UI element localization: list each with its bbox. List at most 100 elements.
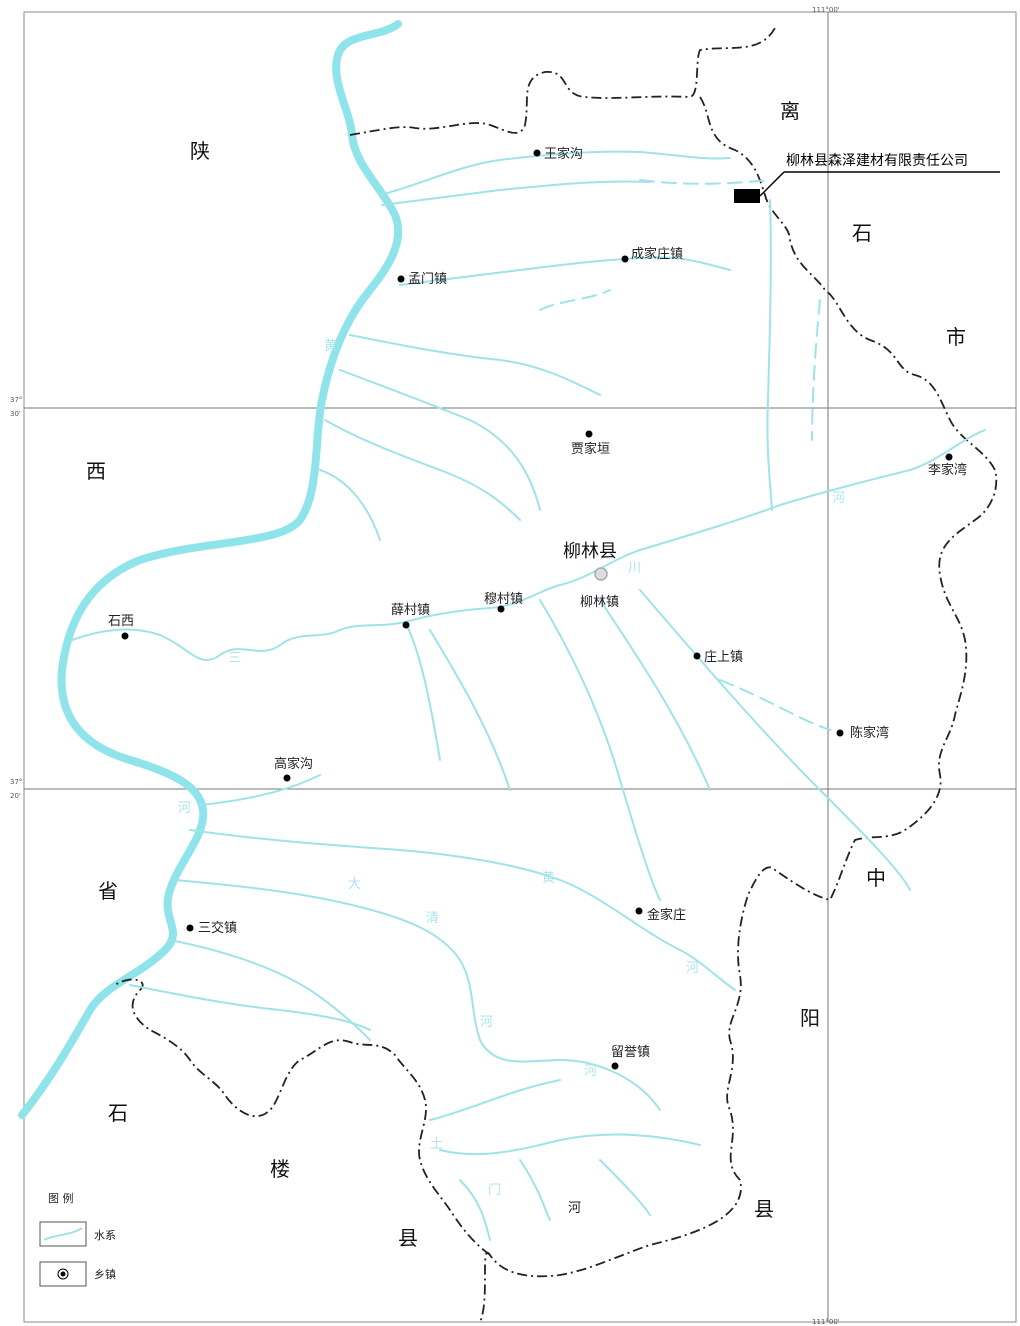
river-trib-s2 <box>429 629 511 791</box>
town-label: 金家庄 <box>647 907 686 923</box>
town-label: 陈家湾 <box>850 725 889 741</box>
river-trib-s5 <box>639 589 911 891</box>
river-dashed-ne <box>639 179 771 185</box>
town-label: 留誉镇 <box>611 1045 650 1060</box>
river-label-men: 门 <box>488 1183 501 1198</box>
river-label-11: 河 <box>584 1064 597 1079</box>
river-trib-tumen-3 <box>519 1159 551 1221</box>
region-lishi-2: 石 <box>852 221 872 245</box>
lat-upper-min: 30' <box>10 410 21 418</box>
river-label-2: 河 <box>178 801 191 816</box>
region-shaanxi-1: 陕 <box>190 139 210 163</box>
town-marker <box>693 652 701 660</box>
county-boundary <box>114 27 998 1323</box>
river-trib-sw <box>169 939 371 1041</box>
region-shilou-1: 石 <box>108 1101 128 1125</box>
river-label-9: 清 <box>426 911 439 926</box>
town-label: 贾家垣 <box>571 441 610 457</box>
town-label: 穆村镇 <box>484 592 523 607</box>
river-trib-tumen-2 <box>459 1179 491 1241</box>
lon-label-bottom: 111°00' <box>812 1318 840 1326</box>
legend-title: 图 例 <box>48 1191 74 1205</box>
town-label: 庄上镇 <box>704 649 743 665</box>
company-leader-line <box>759 171 785 197</box>
county-seat-marker <box>594 567 608 581</box>
town-label: 石西 <box>108 614 134 629</box>
river-sanchuan <box>71 429 986 661</box>
river-trib-tumen-1 <box>429 1079 561 1121</box>
region-shilou-2: 楼 <box>270 1157 290 1181</box>
river-wangjiagou <box>379 150 731 196</box>
river-branch-north <box>381 180 651 206</box>
legend-water-label: 水系 <box>94 1229 116 1242</box>
lon-label-top: 111°00' <box>812 6 840 14</box>
river-trib-s4 <box>599 599 711 791</box>
yellow-river <box>18 20 403 1119</box>
river-label-4: 川 <box>628 561 641 576</box>
river-label-tu: 土 <box>430 1137 443 1152</box>
river-label-7: 黄 <box>542 871 555 886</box>
town-marker <box>945 453 953 461</box>
river-label-8: 河 <box>686 961 699 976</box>
town-label: 孟门镇 <box>408 272 447 287</box>
river-trib-3 <box>324 419 521 521</box>
river-chengjiazhuang <box>399 256 731 286</box>
legend-town-symbol <box>60 1271 66 1277</box>
county-seat-label: 柳林县 <box>563 541 617 562</box>
region-zhongyang-3: 县 <box>754 1197 774 1221</box>
town-label: 王家沟 <box>544 146 583 162</box>
region-lishi-1: 离 <box>780 99 800 123</box>
town-label: 柳林镇 <box>580 595 619 610</box>
river-label-he: 河 <box>568 1201 581 1216</box>
river-trib-s3 <box>539 599 661 901</box>
river-label-1: 黄 <box>324 339 337 354</box>
river-trib-2 <box>339 369 541 511</box>
river-trib-s1 <box>404 621 441 761</box>
company-label: 柳林县森泽建材有限责任公司 <box>786 152 968 169</box>
river-tumen <box>439 1133 701 1156</box>
river-label-5: 河 <box>832 491 845 506</box>
legend-town-label: 乡镇 <box>94 1267 116 1281</box>
lat-lower-min: 20' <box>10 792 21 800</box>
lat-lower-deg: 37° <box>10 778 22 786</box>
town-marker <box>402 621 410 629</box>
town-marker <box>186 924 194 932</box>
river-label-10: 河 <box>480 1015 493 1030</box>
region-shaanxi-2: 西 <box>86 459 106 483</box>
town-marker <box>621 255 629 263</box>
river-label-3: 三 <box>228 651 241 666</box>
region-shilou-3: 县 <box>398 1226 418 1250</box>
town-marker <box>533 149 541 157</box>
legend-water-symbol <box>43 1227 83 1241</box>
river-dashed-mid <box>539 289 611 311</box>
river-trib-tumen-4 <box>599 1159 651 1216</box>
town-label: 三交镇 <box>198 920 237 936</box>
river-label-6: 大 <box>348 877 361 892</box>
river-trib-4 <box>319 469 381 541</box>
river-dahuang <box>189 829 736 991</box>
company-marker <box>734 189 760 203</box>
town-marker <box>397 275 405 283</box>
town-marker <box>836 729 844 737</box>
town-marker <box>585 430 593 438</box>
town-marker <box>283 774 291 782</box>
town-label: 成家庄镇 <box>631 246 683 262</box>
river-east-dashed <box>811 299 821 441</box>
town-label: 薛村镇 <box>391 603 430 618</box>
town-label: 李家湾 <box>928 462 967 478</box>
region-zhongyang-2: 阳 <box>800 1006 820 1030</box>
river-trib-sw2 <box>129 984 371 1031</box>
region-zhongyang-1: 中 <box>866 866 886 890</box>
lat-upper-deg: 37° <box>10 396 22 404</box>
town-marker <box>497 605 505 613</box>
town-label: 高家沟 <box>274 756 313 772</box>
legend: 图 例 水系 乡镇 <box>39 1191 116 1287</box>
river-dashed-se <box>719 679 831 731</box>
river-qinghe <box>174 879 661 1111</box>
river-network <box>71 150 986 1241</box>
town-marker <box>611 1062 619 1070</box>
river-gaojiagou <box>199 774 321 806</box>
town-marker <box>121 632 129 640</box>
map-frame <box>23 11 1017 1323</box>
